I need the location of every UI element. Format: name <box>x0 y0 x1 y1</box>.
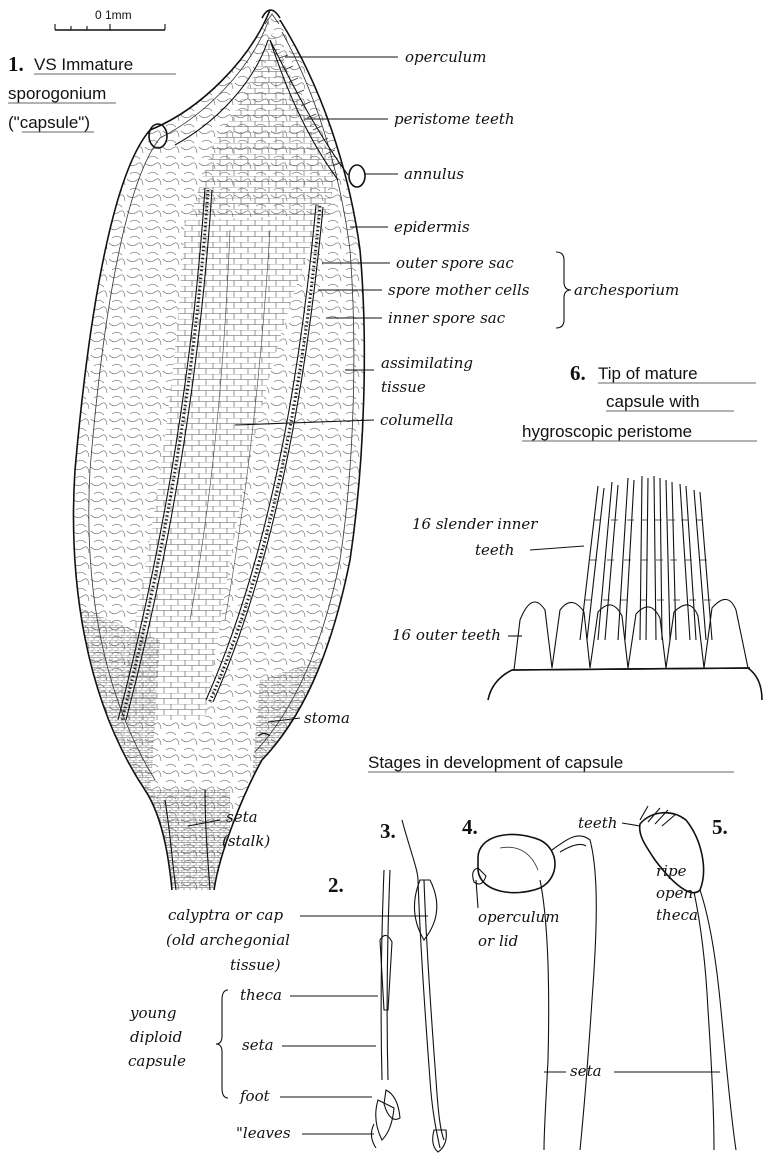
label-outer-spore-sac: outer spore sac <box>396 254 514 272</box>
label-theca: theca <box>240 986 282 1004</box>
stage-4-number: 4. <box>462 815 478 839</box>
fig6-title-line2: capsule with <box>606 392 700 411</box>
label-spore-mother-cells: spore mother cells <box>388 281 530 299</box>
label-calyptra-3: tissue) <box>230 956 281 974</box>
stage-5-drawing <box>640 806 736 1150</box>
stage-2-3-drawings <box>371 820 446 1152</box>
label-outer-teeth: 16 outer teeth <box>392 626 501 644</box>
stage-4-drawing <box>473 834 597 1150</box>
fig1-title: 1. VS Immature sporogonium ("capsule") <box>8 52 176 132</box>
label-foot: foot <box>239 1087 271 1105</box>
label-ripe-1: ripe <box>656 862 687 880</box>
label-epidermis: epidermis <box>394 218 470 236</box>
fig6-labels: 16 slender inner teeth 16 outer teeth <box>392 515 584 644</box>
label-operculum-lid-1: operculum <box>478 908 559 926</box>
fig6-number: 6. <box>570 361 586 385</box>
fig1-title-line1: VS Immature <box>34 55 133 74</box>
label-teeth: teeth <box>578 814 617 832</box>
label-assimilating-2: tissue <box>381 378 426 396</box>
label-young-2: diploid <box>130 1028 182 1046</box>
label-peristome-teeth: peristome teeth <box>394 110 515 128</box>
label-seta-1: seta <box>226 808 258 826</box>
stage-2-number: 2. <box>328 873 344 897</box>
label-leaves: "leaves <box>236 1124 291 1142</box>
fig1-title-line2: sporogonium <box>8 84 106 103</box>
label-calyptra-1: calyptra or cap <box>168 906 283 924</box>
label-young-3: capsule <box>128 1052 186 1070</box>
label-ripe-2: open <box>656 884 693 902</box>
fig1-title-line3: ("capsule") <box>8 113 90 132</box>
fig1-number: 1. <box>8 52 24 76</box>
stages-title: Stages in development of capsule <box>368 753 623 772</box>
label-annulus: annulus <box>404 165 464 183</box>
label-assimilating-1: assimilating <box>381 354 473 372</box>
label-inner-spore-sac: inner spore sac <box>388 309 506 327</box>
stage-3-number: 3. <box>380 819 396 843</box>
label-columella: columella <box>380 411 454 429</box>
fig6-title-line3: hygroscopic peristome <box>522 422 692 441</box>
fig6-title: 6. Tip of mature capsule with hygroscopi… <box>522 361 757 441</box>
stage-5-number: 5. <box>712 815 728 839</box>
scale-bar: 0 1mm <box>55 8 165 30</box>
label-seta-left: seta <box>242 1036 274 1054</box>
label-young-1: young <box>129 1004 176 1022</box>
fig6-peristome-drawing <box>488 476 762 700</box>
label-calyptra-2: (old archegonial <box>166 931 290 949</box>
label-archesporium: archesporium <box>574 281 679 299</box>
label-seta-2: (stalk) <box>222 832 270 850</box>
label-inner-teeth-1: 16 slender inner <box>412 515 538 533</box>
fig6-title-line1: Tip of mature <box>598 364 698 383</box>
label-ripe-3: theca <box>656 906 698 924</box>
label-operculum-lid-2: or lid <box>478 932 518 950</box>
label-inner-teeth-2: teeth <box>475 541 514 559</box>
label-seta-right: seta <box>570 1062 602 1080</box>
fig1-capsule-section <box>60 0 380 900</box>
scale-bar-label: 0 1mm <box>95 8 132 22</box>
label-stoma: stoma <box>304 709 350 727</box>
label-operculum: operculum <box>405 48 486 66</box>
